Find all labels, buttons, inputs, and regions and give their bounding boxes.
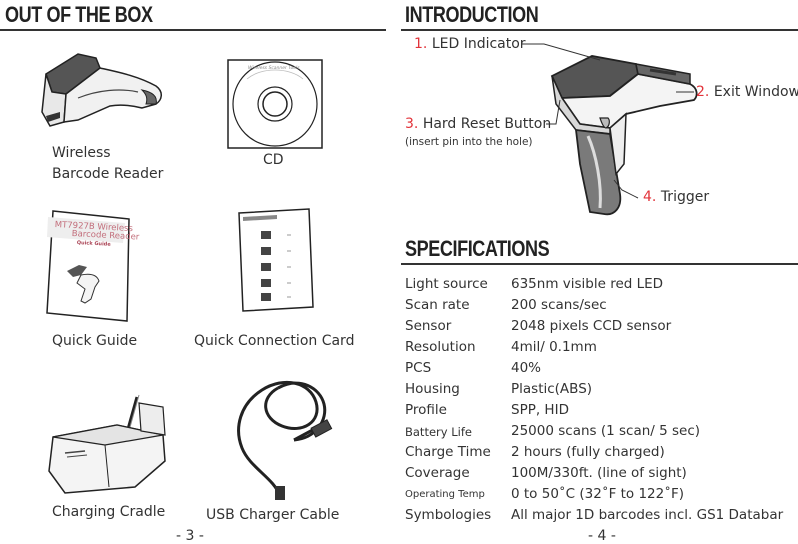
scanner-caption: Wireless Barcode Reader (52, 143, 163, 185)
spec-value: 40% (511, 360, 542, 376)
callout-3-num: 3. (405, 116, 419, 132)
callout-2-num: 2. (696, 84, 710, 100)
spec-label: Scan rate (405, 297, 470, 313)
spec-label: Charge Time (405, 444, 491, 460)
spec-label: Resolution (405, 339, 476, 355)
charging-cradle-image (48, 394, 166, 494)
left-page-number: - 3 - (176, 528, 204, 544)
usb-cable-image (237, 380, 333, 500)
spec-value: 635nm visible red LED (511, 276, 664, 292)
spec-value: 2048 pixels CCD sensor (511, 318, 672, 334)
cd-image (227, 59, 323, 149)
spec-label: PCS (405, 360, 432, 376)
callout-4-text: Trigger (660, 189, 710, 205)
scanner-diagram (550, 55, 698, 216)
introduction-title: INTRODUCTION (405, 2, 539, 27)
usb-cable-caption: USB Charger Cable (206, 507, 340, 523)
callout-1-text: LED Indicator (431, 36, 526, 52)
spec-value: 4mil/ 0.1mm (511, 339, 597, 355)
callout-led-indicator: 1. LED Indicator (414, 36, 526, 52)
specifications-title: SPECIFICATIONS (405, 236, 550, 261)
spec-label: Coverage (405, 465, 470, 481)
spec-label: Housing (405, 381, 460, 397)
spec-label: Operating Temp (405, 489, 485, 500)
connection-card-image (238, 208, 314, 312)
spec-value: All major 1D barcodes incl. GS1 Databar (511, 507, 784, 523)
callout-4-num: 4. (643, 189, 657, 205)
spec-label: Symbologies (405, 507, 492, 523)
cd-disc-text: Wireless Scanner Tools (248, 66, 300, 71)
callout-3-text: Hard Reset Button (422, 116, 552, 132)
right-title-rule (401, 29, 798, 31)
spec-value: SPP, HID (511, 402, 569, 418)
spec-value: 200 scans/sec (511, 297, 607, 313)
right-page-number: - 4 - (588, 528, 616, 544)
scanner-caption-line1: Wireless (52, 145, 111, 161)
quick-guide-image (46, 210, 130, 322)
quick-guide-caption: Quick Guide (52, 333, 138, 349)
spec-label: Profile (405, 402, 447, 418)
cd-caption: CD (263, 152, 284, 168)
spec-label: Battery Life (405, 425, 472, 439)
charging-cradle-caption: Charging Cradle (52, 504, 166, 520)
spec-value: 0 to 50˚C (32˚F to 122˚F) (511, 486, 685, 502)
out-of-box-title: OUT OF THE BOX (5, 2, 153, 27)
callout-2-text: Exit Window (713, 84, 798, 100)
spec-label: Sensor (405, 318, 452, 334)
callout-1-num: 1. (414, 36, 428, 52)
left-title-rule (0, 29, 386, 31)
scanner-image (41, 53, 162, 127)
callout-trigger: 4. Trigger (643, 189, 709, 205)
hard-reset-note: (insert pin into the hole) (405, 136, 533, 148)
callout-hard-reset: 3. Hard Reset Button (405, 116, 551, 132)
scanner-caption-line2: Barcode Reader (52, 166, 164, 182)
spec-value: 100M/330ft. (line of sight) (511, 465, 687, 481)
callout-exit-window: 2. Exit Window (696, 84, 798, 100)
spec-value: 25000 scans (1 scan/ 5 sec) (511, 423, 701, 439)
spec-label: Light source (405, 276, 488, 292)
spec-title-rule (401, 263, 798, 265)
connection-card-caption: Quick Connection Card (194, 333, 355, 349)
spec-value: Plastic(ABS) (511, 381, 593, 397)
spec-value: 2 hours (fully charged) (511, 444, 665, 460)
